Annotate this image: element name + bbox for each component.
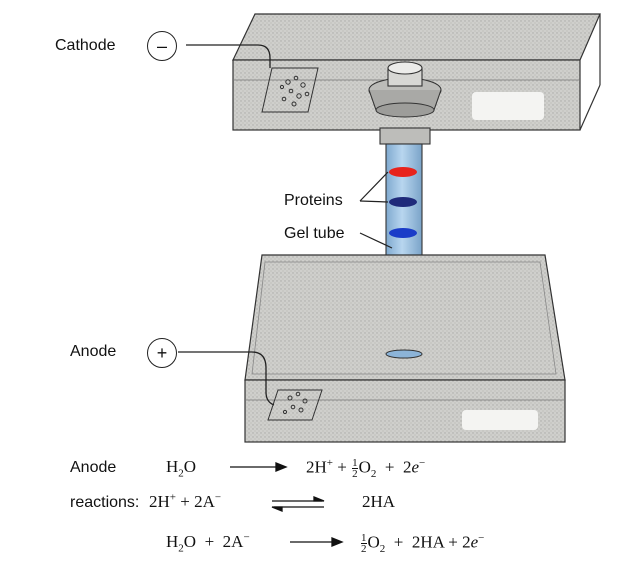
protein-band-red [389,167,417,177]
protein-bands [389,167,417,238]
protein-band-blue [389,228,417,238]
anode-label: Anode [70,343,117,360]
proteins-label: Proteins [284,192,343,209]
leader-lines [359,171,393,249]
lower-reservoir [244,254,566,443]
reaction-1-lhs: H2O [166,457,197,480]
anode-sign-icon: + [147,338,177,368]
anode-electrode [178,351,323,421]
cathode-sign-icon: – [147,31,177,61]
reactions-title-line2: reactions: [70,494,140,511]
reaction-3-lhs: H2O + 2A− [166,531,250,555]
cathode-electrode [186,44,319,113]
reaction-arrows [230,462,344,547]
protein-band-navy [389,197,417,207]
gel-tube-label: Gel tube [284,225,345,242]
tube-stopper [368,61,442,145]
cathode-label: Cathode [55,37,116,54]
reaction-2-rhs: 2HA [362,492,396,511]
reactions-title-line1: Anode [70,459,117,476]
reaction-2-lhs: 2H+ + 2A− [149,491,222,511]
